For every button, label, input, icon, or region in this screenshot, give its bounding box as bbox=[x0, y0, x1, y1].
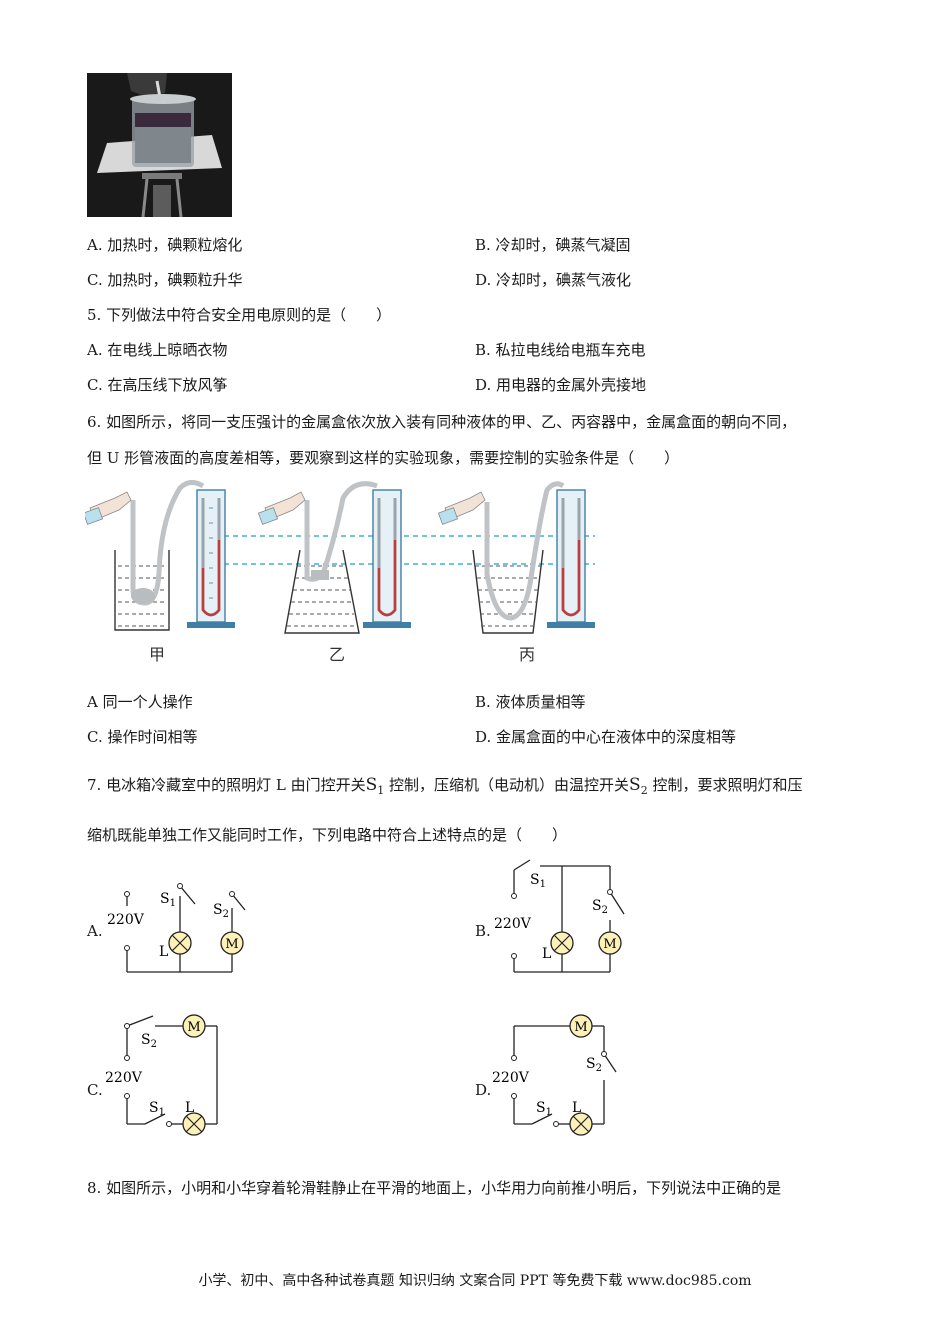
q6-option-d: D. 金属盒面的中心在液体中的深度相等 bbox=[475, 728, 737, 746]
svg-text:M: M bbox=[574, 1020, 587, 1035]
circuit-a-letter: A. bbox=[87, 922, 103, 940]
setup-yi bbox=[257, 481, 411, 634]
circuit-c: M 220V L S2 S1 bbox=[105, 1014, 218, 1136]
svg-text:M: M bbox=[187, 1020, 200, 1035]
svg-text:220V: 220V bbox=[107, 912, 145, 928]
q5-stem: 5. 下列做法中符合安全用电原则的是（ ） bbox=[87, 306, 392, 324]
label-bing: 丙 bbox=[519, 645, 535, 664]
svg-text:S1: S1 bbox=[536, 1100, 552, 1118]
svg-text:S1: S1 bbox=[530, 872, 546, 890]
q7-stem-line2: 缩机既能单独工作又能同时工作，下列电路中符合上述特点的是（ ） bbox=[87, 826, 568, 844]
circuit-b-letter: B. bbox=[475, 922, 491, 940]
svg-text:M: M bbox=[603, 937, 616, 952]
circuit-b: M 220V L S1 S2 bbox=[494, 859, 625, 973]
q5-option-b: B. 私拉电线给电瓶车充电 bbox=[475, 341, 646, 359]
svg-text:S2: S2 bbox=[141, 1032, 157, 1050]
svg-text:220V: 220V bbox=[492, 1070, 530, 1086]
label-jia: 甲 bbox=[149, 645, 165, 664]
q4-option-b: B. 冷却时，碘蒸气凝固 bbox=[475, 236, 631, 254]
circuit-c-letter: C. bbox=[87, 1081, 103, 1099]
q5-option-d: D. 用电器的金属外壳接地 bbox=[475, 376, 647, 394]
pressure-gauge-figure: 甲 乙 丙 bbox=[85, 480, 595, 664]
svg-text:S2: S2 bbox=[213, 902, 229, 920]
setup-bing bbox=[437, 481, 595, 634]
setup-jia bbox=[85, 480, 235, 631]
circuit-d-letter: D. bbox=[475, 1081, 492, 1099]
svg-text:M: M bbox=[225, 937, 238, 952]
q5-option-c: C. 在高压线下放风筝 bbox=[87, 376, 228, 394]
q4-option-c: C. 加热时，碘颗粒升华 bbox=[87, 271, 243, 289]
svg-text:L: L bbox=[185, 1100, 194, 1116]
svg-text:S2: S2 bbox=[592, 898, 608, 916]
q6-option-a: A 同一个人操作 bbox=[87, 693, 193, 711]
q4-option-d: D. 冷却时，碘蒸气液化 bbox=[475, 271, 632, 289]
page-footer: 小学、初中、高中各种试卷真题 知识归纳 文案合同 PPT 等免费下载 www.d… bbox=[198, 1273, 752, 1289]
q6-option-b: B. 液体质量相等 bbox=[475, 693, 586, 711]
svg-text:L: L bbox=[159, 944, 168, 960]
svg-text:S1: S1 bbox=[160, 891, 176, 909]
svg-text:L: L bbox=[572, 1100, 581, 1116]
q8-stem: 8. 如图所示，小明和小华穿着轮滑鞋静止在平滑的地面上，小华用力向前推小明后，下… bbox=[87, 1179, 782, 1197]
q6-stem-line1: 6. 如图所示，将同一支压强计的金属盒依次放入装有同种液体的甲、乙、丙容器中，金… bbox=[87, 413, 797, 431]
svg-text:L: L bbox=[542, 946, 551, 962]
q6-option-c: C. 操作时间相等 bbox=[87, 728, 198, 746]
iodine-beaker-photo bbox=[87, 73, 232, 217]
svg-text:220V: 220V bbox=[105, 1070, 143, 1086]
circuit-a: M 220V L S1 S2 bbox=[107, 883, 246, 973]
circuit-d: M 220V L S2 S1 bbox=[492, 1014, 617, 1136]
q7-stem-line1: 7. 电冰箱冷藏室中的照明灯 L 由门控开关S1 控制，压缩机（电动机）由温控开… bbox=[87, 775, 803, 797]
label-yi: 乙 bbox=[329, 645, 345, 664]
svg-text:220V: 220V bbox=[494, 916, 532, 932]
q4-option-a: A. 加热时，碘颗粒熔化 bbox=[87, 236, 243, 254]
q6-stem-line2: 但 U 形管液面的高度差相等，要观察到这样的实验现象，需要控制的实验条件是（ ） bbox=[87, 449, 680, 467]
q5-option-a: A. 在电线上晾晒衣物 bbox=[87, 341, 228, 359]
svg-text:S1: S1 bbox=[149, 1100, 165, 1118]
svg-text:S2: S2 bbox=[586, 1056, 602, 1074]
